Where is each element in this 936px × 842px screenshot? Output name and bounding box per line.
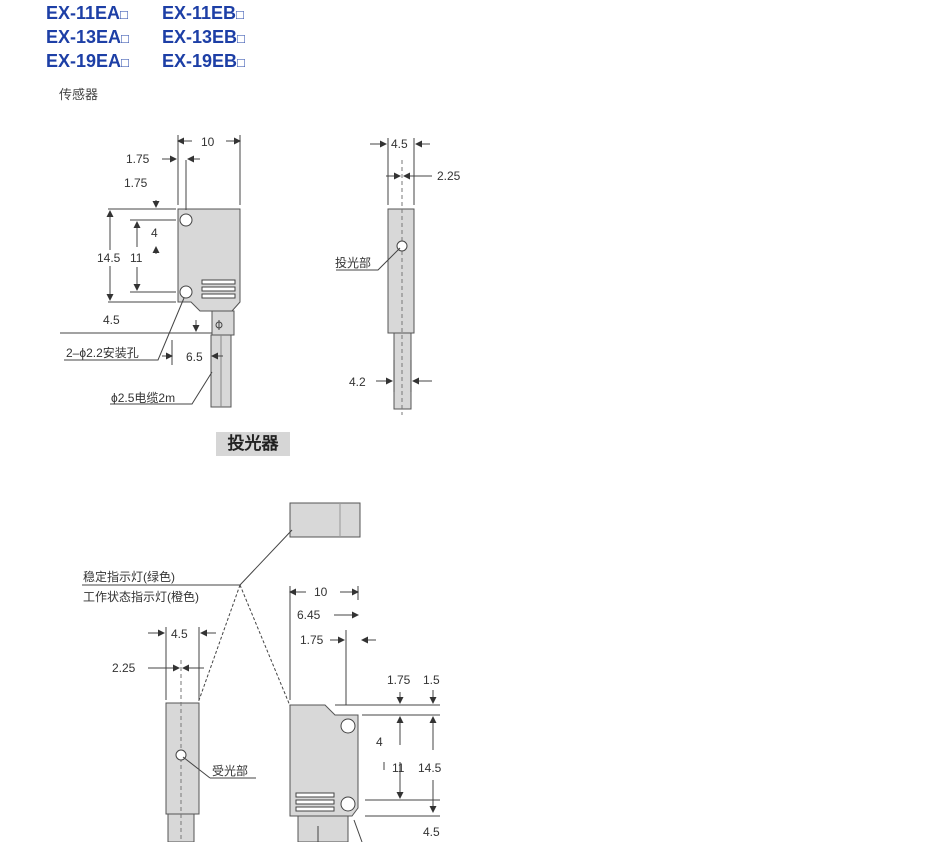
stable-indicator-label: 稳定指示灯(绿色)	[83, 569, 175, 584]
dim-label: 1.75	[124, 176, 148, 190]
dim-label: 4.5	[171, 627, 188, 641]
dim-label: 1.75	[126, 152, 150, 166]
suffix-box: □	[237, 31, 245, 46]
mount-hole	[179, 213, 193, 227]
model-row: EX-11EA□ EX-11EB□	[46, 2, 245, 26]
dim-label: 6.45	[297, 608, 321, 622]
model-name: EX-13EB	[162, 27, 238, 47]
dim-label: 10	[201, 135, 215, 149]
emitter-side-body	[387, 208, 415, 334]
dim-label: 11	[392, 761, 405, 775]
model-list: EX-11EA□ EX-11EB□ EX-13EA□ EX-13EB□ EX-1…	[46, 2, 245, 74]
dim-label: 2.25	[437, 169, 461, 183]
suffix-box: □	[121, 31, 129, 46]
dim-label: 6.5	[186, 350, 203, 364]
receiver-detail	[289, 502, 361, 538]
model-name: EX-19EB	[162, 51, 238, 71]
emitter-front-view	[60, 135, 241, 408]
dim-label: 4	[151, 226, 158, 240]
model-row: EX-19EA□ EX-19EB□	[46, 50, 245, 74]
model-name: EX-11EB	[162, 3, 237, 23]
dim-label: 14.5	[418, 761, 442, 775]
dim-label: 14.5	[97, 251, 121, 265]
subtitle: 传感器	[59, 87, 99, 102]
receiver-drawing	[82, 502, 440, 842]
model-name: EX-11EA	[46, 3, 121, 23]
model-row: EX-13EA□ EX-13EB□	[46, 26, 245, 50]
model-name: EX-19EA	[46, 51, 122, 71]
emit-label: 投光部	[335, 255, 371, 270]
model-name: EX-13EA	[46, 27, 122, 47]
recv-label: 受光部	[212, 763, 248, 778]
dim-label: 1.75	[387, 673, 411, 687]
dim-label: 4.5	[391, 137, 408, 151]
emitter-side-view	[336, 138, 432, 415]
receiver-labels: 稳定指示灯(绿色) 工作状态指示灯(橙色) 4.5 2.25 受光部 10 6.…	[83, 569, 442, 839]
dim-label: 2.25	[112, 661, 136, 675]
mount-hole	[179, 285, 193, 299]
dim-label: 1.75	[300, 633, 324, 647]
dim-label: 11	[130, 251, 143, 265]
emitter-side-labels: 4.5 2.25 投光部 4.2	[335, 137, 461, 389]
dim-label: 1.5	[423, 673, 440, 687]
emitter-front-labels: 10 1.75 1.75 14.5 11 4 4.5 6.5 2–ϕ2.2安装孔…	[66, 135, 215, 405]
cable-label: ϕ2.5电缆2m	[111, 391, 175, 405]
op-indicator-label: 工作状态指示灯(橙色)	[83, 589, 199, 604]
dim-label: 4.2	[349, 375, 366, 389]
dim-label: 10	[314, 585, 328, 599]
suffix-box: □	[120, 7, 128, 22]
dim-label: 4.5	[423, 825, 440, 839]
emitter-neck	[211, 310, 235, 336]
dim-label: 4	[376, 735, 383, 749]
mount-hole-label: 2–ϕ2.2安装孔	[66, 345, 139, 360]
suffix-box: □	[121, 55, 129, 70]
suffix-box: □	[236, 7, 244, 22]
suffix-box: □	[237, 55, 245, 70]
emitter-caption: 投光器	[216, 432, 290, 456]
dim-label: 4.5	[103, 313, 120, 327]
